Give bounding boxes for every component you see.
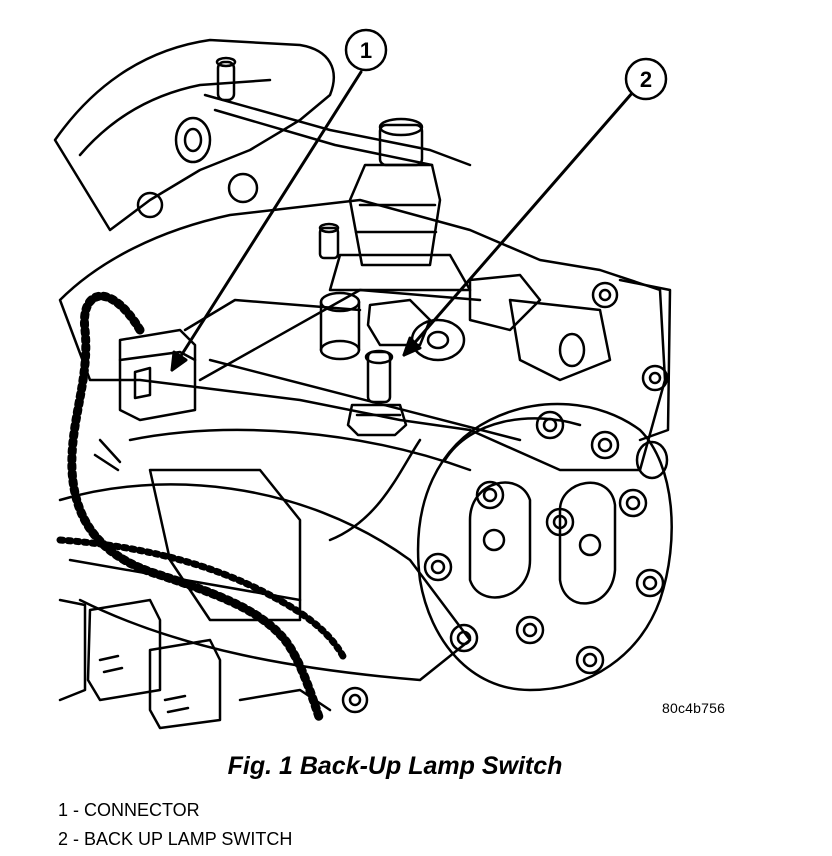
legend-item: 2 - BACK UP LAMP SWITCH xyxy=(58,829,293,849)
legend: 1 - CONNECTOR 2 - BACK UP LAMP SWITCH xyxy=(58,796,292,854)
callout-2-number: 2 xyxy=(640,67,652,92)
wiring-harness xyxy=(56,291,349,725)
figure-caption: Fig. 1 Back-Up Lamp Switch xyxy=(227,752,563,780)
end-cover xyxy=(416,278,673,692)
callout-leaders xyxy=(170,70,635,372)
lower-brackets xyxy=(58,598,332,730)
connector xyxy=(118,328,197,422)
cover-bolts xyxy=(341,281,669,714)
shift-tower xyxy=(318,117,472,292)
transaxle-case xyxy=(58,198,667,682)
transaxle-illustration: 1 2 xyxy=(53,28,673,730)
legend-item: 1 - CONNECTOR xyxy=(58,800,200,820)
callout-1-number: 1 xyxy=(360,38,372,63)
switch-body xyxy=(346,298,466,437)
figure-code: 80c4b756 xyxy=(662,700,726,716)
callout-1: 1 xyxy=(344,28,388,72)
callout-2: 2 xyxy=(624,57,668,101)
